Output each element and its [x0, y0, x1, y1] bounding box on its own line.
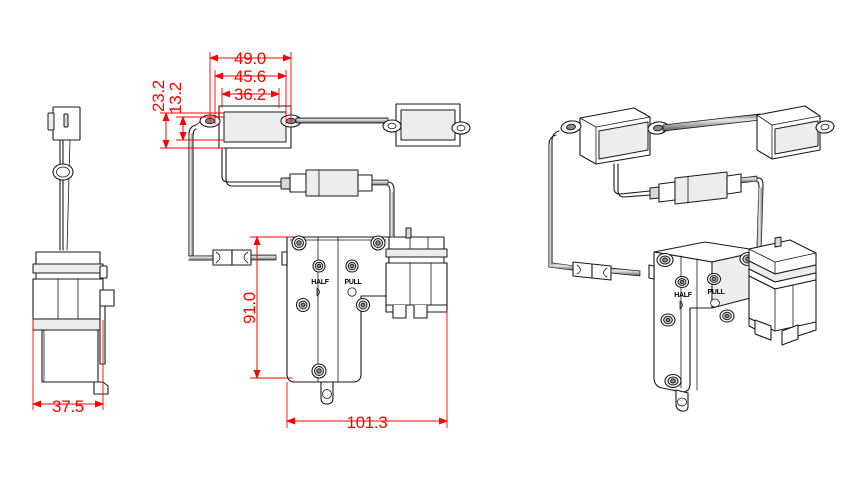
inline-cylinder-front [280, 169, 389, 197]
isometric-view: HALF PULL [548, 105, 835, 412]
actuator-body-side [32, 251, 115, 395]
bolt-head-group-iso [656, 251, 757, 389]
dimension-45-6: 45.6 [214, 67, 287, 124]
dimension-91-0: 91.0 [240, 236, 292, 379]
label-half-front: HALF [311, 279, 329, 286]
bolt-head [664, 373, 682, 389]
wire-cylinder-to-body-iso [756, 177, 764, 252]
wire-cylinder-to-body-front [387, 181, 395, 237]
wire-to-cylinder-front [221, 147, 282, 187]
inline-cylinder-iso [649, 171, 758, 205]
dimension-101-3: 101.3 [286, 310, 448, 432]
bolt-head [345, 259, 359, 273]
bolt-head [674, 275, 690, 289]
bolt-head [719, 309, 735, 323]
actuator-housing-iso: HALF PULL [648, 241, 763, 412]
dimension-37-5: 37.5 [32, 318, 104, 416]
dimension-label-13-2: 13.2 [166, 82, 185, 114]
actuator-housing-front: HALF PULL [281, 235, 390, 405]
cable-grommet-side [52, 163, 74, 181]
bolt-head [656, 252, 674, 268]
label-half-iso: HALF [674, 292, 692, 299]
motor-cylinder-iso [748, 236, 817, 346]
wire-to-cylinder-iso [613, 163, 651, 198]
link-rod-front [295, 117, 389, 124]
connector-housing-side [47, 106, 81, 141]
solenoid-box-right [382, 103, 471, 147]
wire-harness-left-iso [548, 130, 574, 271]
motor-cylinder-front [385, 227, 448, 319]
dimension-36-2: 36.2 [221, 85, 280, 108]
solenoid-box-left-iso [560, 107, 669, 165]
dimension-label-91-0: 91.0 [240, 292, 259, 324]
bolt-head [355, 297, 371, 313]
dimension-13-2: 13.2 [166, 82, 224, 141]
label-pull-iso: PULL [707, 289, 725, 296]
label-pull-front: PULL [344, 279, 362, 286]
bolt-head-group-front [291, 235, 386, 379]
bolt-head [311, 363, 327, 379]
splice-connector-iso [572, 261, 641, 281]
dimension-label-36-2: 36.2 [234, 85, 266, 104]
wire-harness-left-front [188, 120, 214, 261]
dimension-label-49-0: 49.0 [234, 49, 266, 68]
dimension-label-23-2: 23.2 [149, 80, 168, 112]
bolt-head [312, 259, 326, 273]
cable-side-upper [59, 139, 71, 251]
bolt-head [660, 313, 676, 327]
link-rod-iso [662, 113, 761, 132]
front-view: HALF PULL [149, 49, 471, 432]
splice-connector-front [212, 249, 277, 266]
dimension-23-2: 23.2 [149, 80, 224, 149]
dimension-label-45-6: 45.6 [234, 67, 266, 86]
solenoid-box-right-iso [756, 105, 835, 160]
dimension-49-0: 49.0 [209, 49, 292, 124]
dimension-label-37-5: 37.5 [52, 397, 84, 416]
bolt-head [370, 235, 386, 251]
left-side-view: 37.5 [32, 106, 115, 416]
bolt-head [295, 297, 311, 313]
bolt-head [706, 272, 722, 286]
bolt-head [291, 235, 307, 251]
dimension-label-101-3: 101.3 [346, 413, 387, 432]
